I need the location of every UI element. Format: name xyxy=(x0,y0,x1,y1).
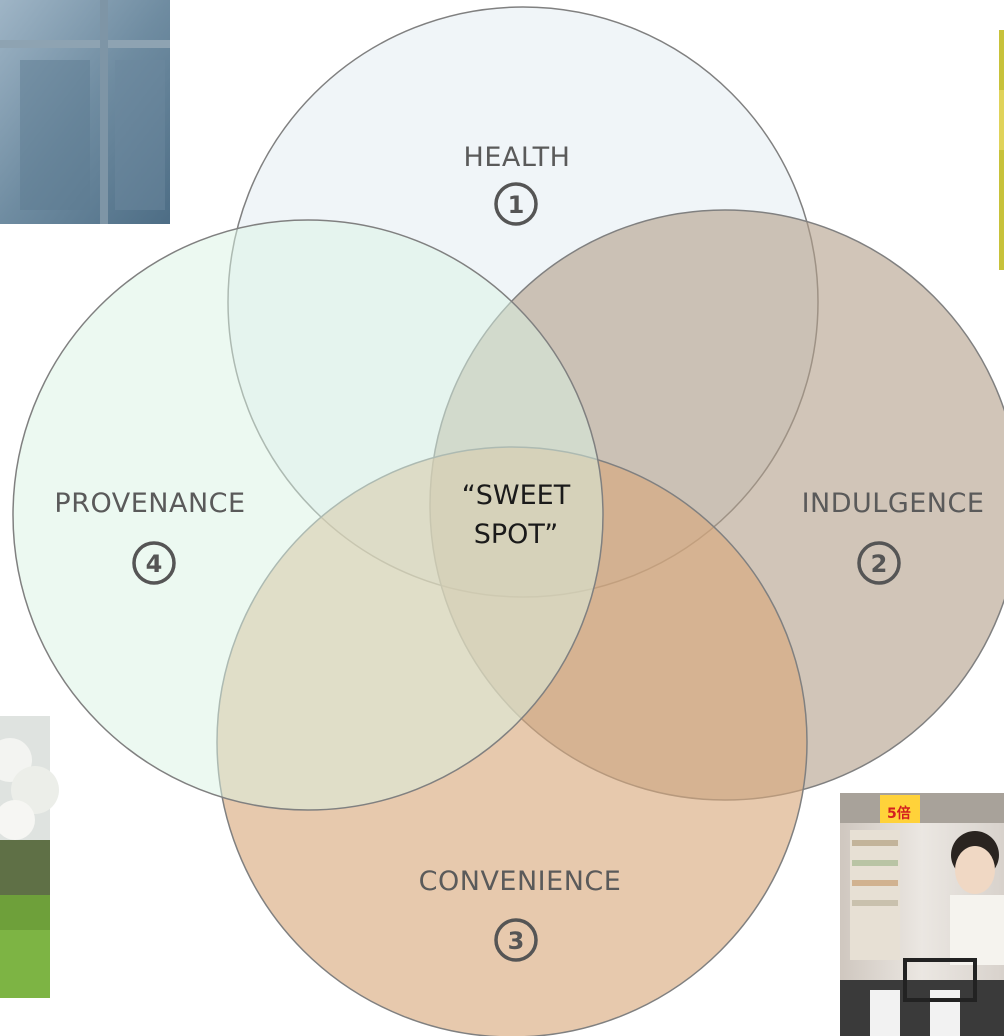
provenance-circle xyxy=(12,219,604,811)
sweet-spot-line-2: SPOT” xyxy=(474,519,559,550)
sweet-spot-line-1: “SWEET xyxy=(462,480,571,511)
health-label: HEALTH xyxy=(464,142,571,173)
sweet-spot-label: “SWEET SPOT” xyxy=(462,480,571,550)
greenhouse-photo xyxy=(0,0,170,224)
indulgence-number-badge: 2 xyxy=(857,541,901,585)
indulgence-label: INDULGENCE xyxy=(802,488,985,519)
indulgence-number: 2 xyxy=(871,550,888,578)
venn-circles xyxy=(12,6,1004,1036)
edge-photo xyxy=(999,30,1004,270)
supermarket-sign-text: 5倍 xyxy=(887,805,911,822)
provenance-number-badge: 4 xyxy=(132,541,176,585)
supermarket-photo: 5倍 xyxy=(840,793,1004,1036)
health-number-badge: 1 xyxy=(494,182,538,226)
provenance-label: PROVENANCE xyxy=(54,488,245,519)
convenience-number-badge: 3 xyxy=(494,918,538,962)
health-number: 1 xyxy=(508,191,525,219)
orchard-photo xyxy=(0,716,59,998)
convenience-label: CONVENIENCE xyxy=(419,866,622,897)
convenience-number: 3 xyxy=(508,927,525,955)
provenance-number: 4 xyxy=(146,550,163,578)
